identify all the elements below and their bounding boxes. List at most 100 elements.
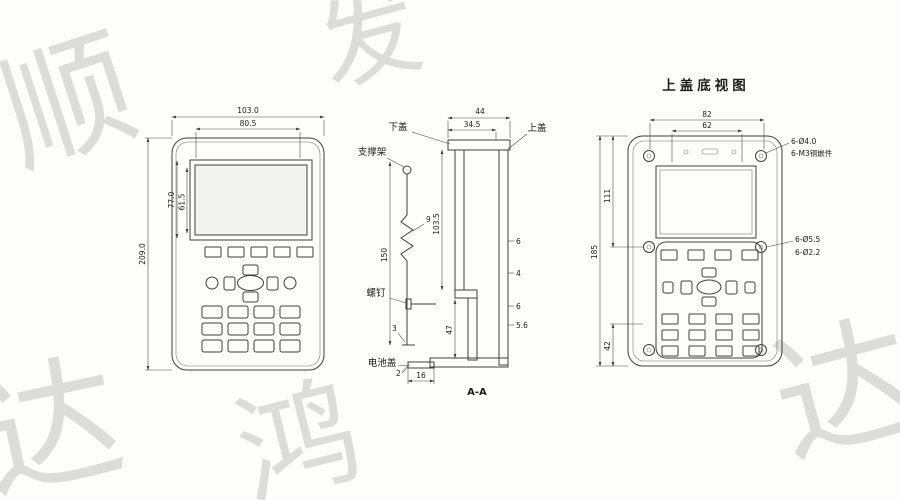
dim-text-44: 44	[475, 107, 485, 116]
dim-text-185: 185	[590, 245, 599, 260]
section-dim-103-5: 103.5	[432, 149, 444, 291]
callout-top-right: 6-Ø4.0 6-M3铜嵌件	[765, 137, 833, 158]
screw-bosses	[643, 150, 767, 356]
dpad-right-key	[266, 276, 279, 291]
dim-text-209: 209.0	[138, 243, 147, 265]
callout-pilot: 6-Ø2.2	[795, 248, 821, 257]
device-body-outline	[171, 137, 325, 371]
front-view: 103.0 80.5 77.0 61.5 209.0	[138, 106, 325, 371]
section-cut-bodies	[407, 139, 511, 369]
dpad-left-hole	[680, 280, 693, 295]
support-bracket-shape	[400, 165, 415, 346]
dim-text-77: 77.0	[167, 191, 176, 208]
section-right-callouts: 6 4 6 5.6	[508, 237, 528, 330]
dim-text-80-5: 80.5	[240, 119, 257, 128]
dpad-down-key	[242, 291, 259, 303]
keypad-grid	[201, 305, 301, 353]
softkey-row	[204, 246, 314, 258]
view-title: 上盖底视图	[662, 77, 750, 94]
topview-dim-82: 82	[649, 110, 765, 149]
dim-text-62: 62	[702, 121, 712, 130]
callout-inserts: 6-M3铜嵌件	[791, 148, 833, 158]
section-dim-16: 16	[407, 368, 435, 384]
side-button-right	[283, 276, 297, 290]
topview-dim-42: 42	[603, 323, 643, 367]
battery-cover-label: 电池盖	[368, 357, 397, 369]
topview-dim-185: 185	[590, 135, 628, 367]
label-upper-cover: 上盖	[507, 122, 547, 150]
dim-text-6a: 6	[516, 237, 521, 246]
dim-text-4: 4	[516, 269, 521, 278]
dim-text-47: 47	[445, 325, 454, 335]
front-dim-screen-heights: 77.0 61.5	[167, 160, 189, 239]
dim-text-103-5: 103.5	[432, 213, 441, 235]
dim-text-34-5: 34.5	[464, 120, 481, 129]
lower-cover-label: 下盖	[388, 121, 408, 133]
section-dim-44: 44	[447, 107, 511, 138]
lower-wall-section	[467, 297, 478, 361]
keypad-opening-area	[655, 241, 763, 359]
dim-text-82: 82	[702, 110, 712, 119]
topview-dim-111: 111	[603, 135, 643, 248]
dim-text-111: 111	[603, 189, 612, 204]
top-cover-bottom-view: 上盖底视图	[590, 77, 833, 367]
upper-cover-label: 上盖	[527, 122, 547, 134]
watermark-char: 达	[757, 294, 900, 488]
dim-text-5-6: 5.6	[516, 321, 528, 330]
dpad-left-key	[223, 276, 236, 291]
dpad-right-hole	[725, 280, 738, 295]
label-battery-cover: 电池盖	[368, 357, 411, 369]
side-button-left	[205, 276, 219, 290]
screw-shape	[405, 298, 436, 310]
section-dim-150: 150	[380, 161, 392, 346]
dim-text-103: 103.0	[237, 106, 259, 115]
dim-text-9: 9	[426, 215, 431, 224]
dpad-cluster	[205, 264, 297, 303]
front-dim-height-overall: 209.0	[138, 137, 172, 371]
label-screw: 螺钉	[366, 288, 407, 304]
top-wall-section	[447, 139, 511, 151]
watermark-char: 鸿	[223, 361, 373, 500]
section-name-label: A-A	[467, 387, 487, 398]
section-dim-34-5: 34.5	[447, 120, 497, 140]
top-center-features	[683, 148, 737, 155]
section-dim-3: 3	[392, 324, 406, 343]
upper-cover-wall-section	[498, 149, 509, 366]
label-support-bracket: 支撑架	[358, 146, 405, 168]
label-lower-cover: 下盖	[388, 121, 451, 145]
dim-text-16: 16	[416, 371, 426, 380]
screw-label: 螺钉	[366, 288, 386, 299]
dpad-up-key	[242, 264, 259, 276]
watermark-char: 发	[306, 0, 433, 108]
step-section	[454, 289, 478, 299]
section-view-a-a: 44 34.5 下盖 上盖 支撑架 螺钉 电池盖	[358, 107, 547, 398]
dim-text-3: 3	[392, 324, 397, 333]
dim-text-6b: 6	[516, 302, 521, 311]
dpad-center-hole	[696, 279, 722, 295]
section-dim-2: 2	[396, 365, 409, 378]
dim-text-150: 150	[380, 248, 389, 263]
callout-bosses: 6-Ø5.5	[795, 235, 821, 244]
dim-text-2: 2	[396, 369, 401, 378]
cover-inner-outline	[632, 140, 778, 362]
bottom-wall-section	[429, 357, 509, 368]
dim-text-61-5: 61.5	[178, 193, 187, 210]
screen-opening	[655, 165, 757, 239]
section-dim-9: 9	[412, 215, 431, 232]
screen-bezel	[189, 159, 313, 241]
watermark-char: 顺	[0, 10, 153, 195]
dim-text-42: 42	[603, 341, 612, 351]
dpad-down-hole	[701, 296, 717, 307]
device-body-inner-outline	[175, 141, 321, 367]
support-bracket-label: 支撑架	[358, 146, 387, 158]
section-dim-47: 47	[445, 299, 457, 359]
dpad-up-hole	[701, 267, 717, 278]
front-dim-width-outer: 103.0	[171, 106, 325, 136]
callout-mid-right: 6-Ø5.5 6-Ø2.2	[766, 235, 821, 257]
callout-holes-top: 6-Ø4.0	[791, 137, 817, 146]
lower-cover-wall-section	[454, 149, 465, 291]
watermark-char: 达	[0, 335, 136, 500]
topview-dim-62: 62	[671, 121, 743, 162]
